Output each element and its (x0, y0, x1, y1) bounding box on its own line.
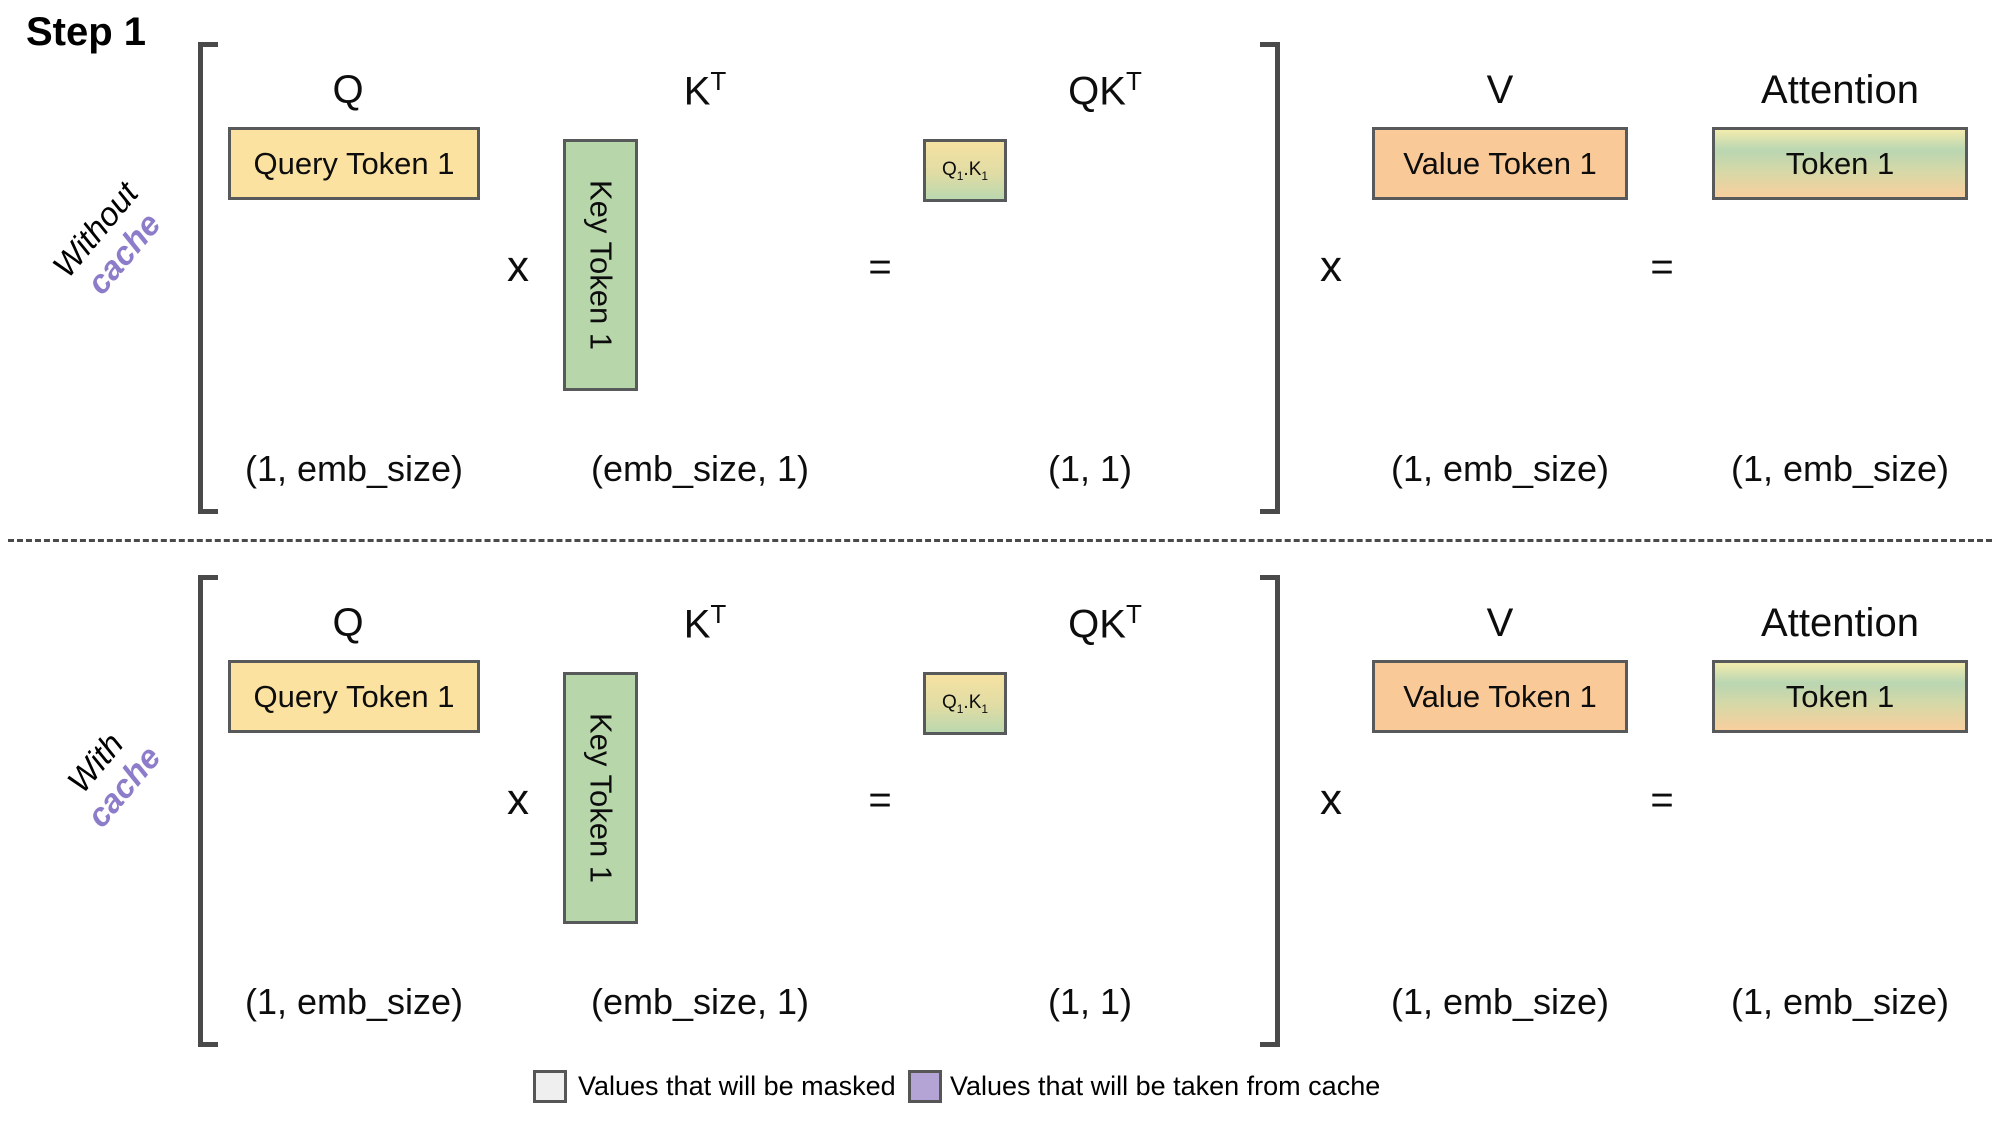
dim-label-attention: (1, emb_size) (1730, 981, 1950, 1022)
equals-operator: = (1650, 245, 1674, 289)
qk-result-box: Q1.K1 (923, 139, 1007, 202)
transpose-superscript: T (710, 599, 727, 629)
q-header: Q (332, 601, 364, 645)
legend-cache-label: Values that will be taken from cache (950, 1071, 1381, 1101)
dim-label-qkt: (1, 1) (1047, 448, 1133, 489)
legend-cache-swatch (908, 1070, 942, 1103)
qkt-header: QKT (1068, 599, 1142, 647)
value-token-box: Value Token 1 (1372, 660, 1628, 733)
right-bracket (1260, 42, 1280, 514)
qk-result-box: Q1.K1 (923, 672, 1007, 735)
side-label-with-cache: With cache (0, 653, 230, 898)
row-with-cache: With cache Q KT QKT V Attention Query To… (0, 551, 2000, 1071)
attention-token-box: Token 1 (1712, 660, 1968, 733)
kt-header: KT (683, 599, 727, 647)
value-token-box: Value Token 1 (1372, 127, 1628, 200)
query-token-box: Query Token 1 (228, 660, 480, 733)
multiply-operator: x (507, 775, 529, 824)
side-label-without-cache: Without cache (0, 120, 230, 365)
q-header: Q (332, 68, 364, 112)
kt-header: KT (683, 66, 727, 114)
dim-label-qkt: (1, 1) (1047, 981, 1133, 1022)
dashed-divider (8, 539, 1992, 542)
attention-header: Attention (1761, 68, 1919, 112)
key-token-label: Key Token 1 (583, 179, 619, 351)
equals-operator: = (868, 245, 892, 289)
left-bracket (198, 42, 218, 514)
dim-label-kt: (emb_size, 1) (590, 981, 810, 1022)
dim-label-v: (1, emb_size) (1390, 981, 1610, 1022)
equals-operator: = (868, 778, 892, 822)
dim-label-attention: (1, emb_size) (1730, 448, 1950, 489)
dim-label-kt: (emb_size, 1) (590, 448, 810, 489)
equals-operator: = (1650, 778, 1674, 822)
query-token-box: Query Token 1 (228, 127, 480, 200)
key-token-label: Key Token 1 (583, 712, 619, 884)
attention-token-box: Token 1 (1712, 127, 1968, 200)
multiply-operator: x (507, 242, 529, 291)
key-token-box: Key Token 1 (563, 672, 638, 924)
row-without-cache: Without cache Q KT QKT V Attention Query… (0, 18, 2000, 538)
transpose-superscript: T (1125, 66, 1142, 96)
transpose-superscript: T (1125, 599, 1142, 629)
multiply-operator: x (1320, 242, 1342, 291)
dim-label-q: (1, emb_size) (244, 448, 464, 489)
left-bracket (198, 575, 218, 1047)
right-bracket (1260, 575, 1280, 1047)
dim-label-q: (1, emb_size) (244, 981, 464, 1022)
key-token-box: Key Token 1 (563, 139, 638, 391)
multiply-operator: x (1320, 775, 1342, 824)
step-title: Step 1 (26, 10, 147, 54)
attention-header: Attention (1761, 601, 1919, 645)
qkt-header: QKT (1068, 66, 1142, 114)
legend-masked-label: Values that will be masked (578, 1071, 896, 1101)
transpose-superscript: T (710, 66, 727, 96)
legend-masked-swatch (533, 1070, 567, 1103)
v-header: V (1486, 601, 1514, 645)
dim-label-v: (1, emb_size) (1390, 448, 1610, 489)
v-header: V (1486, 68, 1514, 112)
